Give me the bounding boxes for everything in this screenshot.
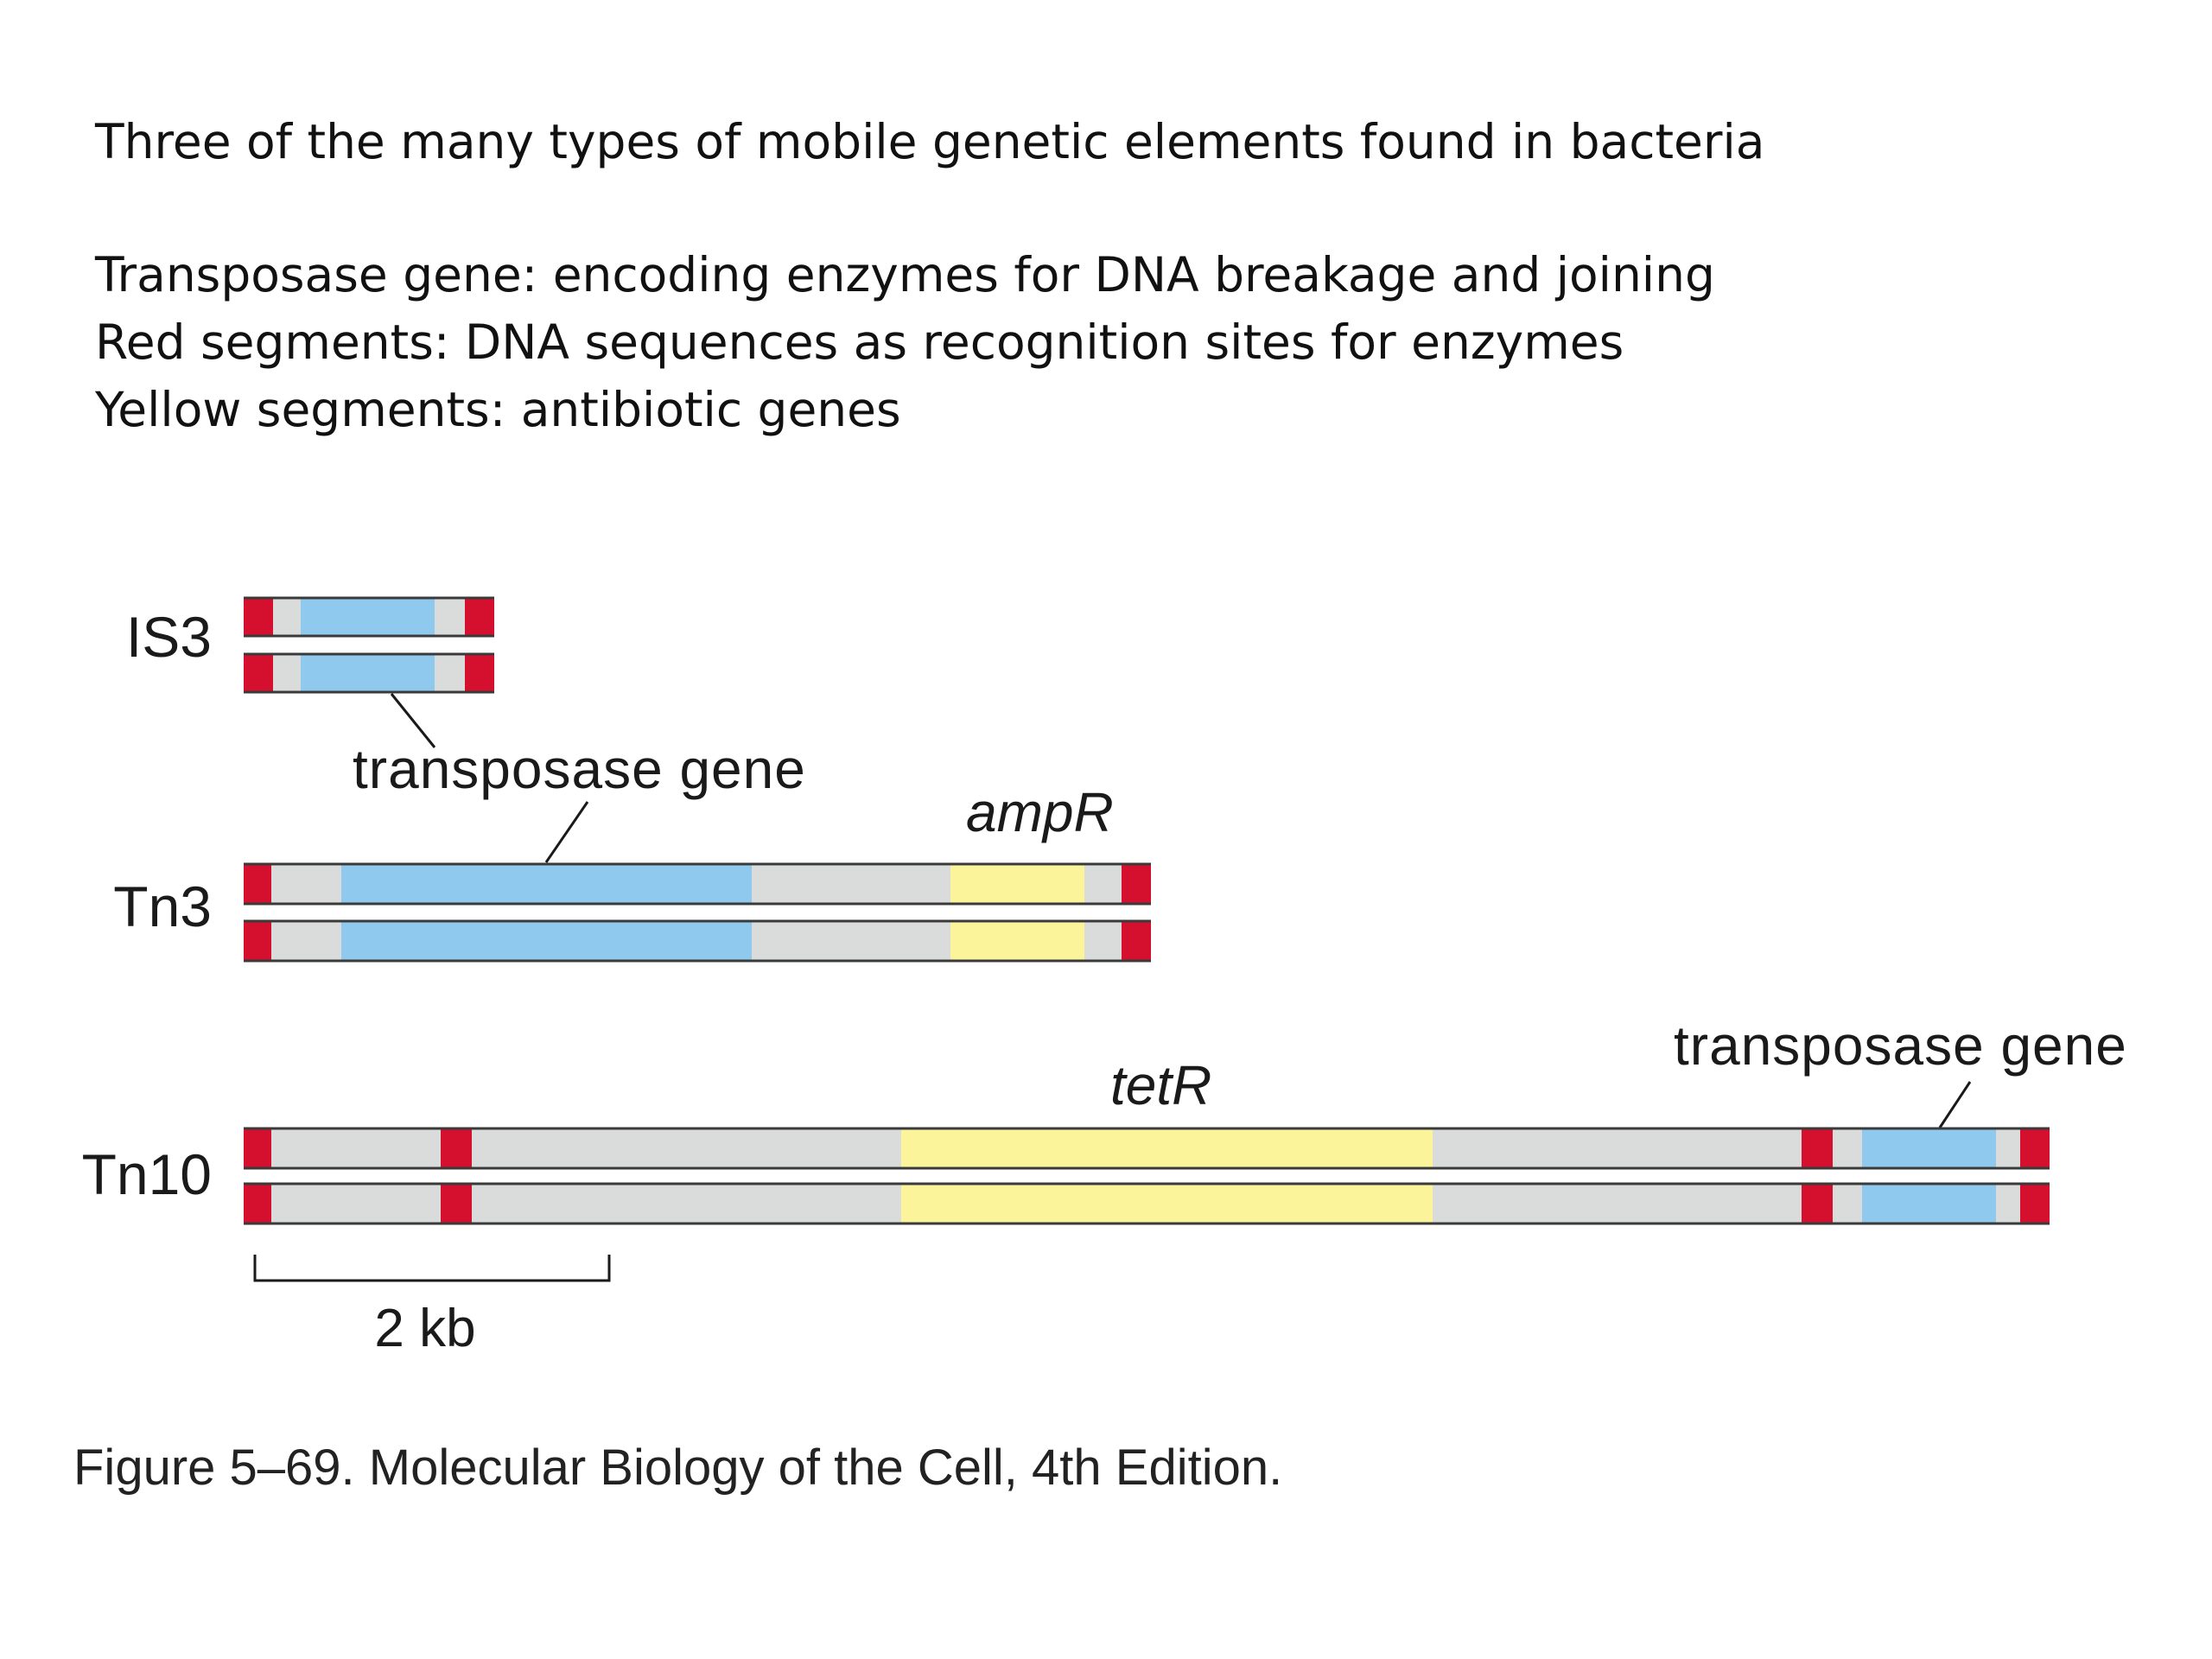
legend-line-transposase: Transposase gene: encoding enzymes for D… <box>95 247 1715 302</box>
scale-bar: 2 kb <box>253 1255 611 1358</box>
transposase-segment <box>341 921 752 961</box>
header-text: Three of the many types of mobile geneti… <box>95 108 1765 443</box>
recognition-site-segment <box>2020 1184 2050 1224</box>
scale-bracket <box>253 1255 611 1282</box>
transposase-segment <box>341 864 752 904</box>
is3-strand-bottom <box>244 652 494 694</box>
recognition-site-segment <box>244 598 273 636</box>
transposase-segment <box>1862 1184 1996 1224</box>
recognition-site-segment <box>441 1184 472 1224</box>
recognition-site-segment <box>1122 864 1151 904</box>
is3-strand-top <box>244 596 494 638</box>
callout-line-is3 <box>390 693 436 748</box>
antibiotic-segment <box>950 921 1084 961</box>
transposase-segment <box>301 654 435 692</box>
transposase-segment <box>301 598 435 636</box>
recognition-site-segment <box>1802 1128 1833 1168</box>
callout-transposase-gene-right: transposase gene <box>1674 1014 2127 1077</box>
is3-element <box>244 596 494 694</box>
tn10-strand-top <box>244 1127 2050 1170</box>
element-label-is3: IS3 <box>126 605 212 669</box>
tn10-element <box>244 1127 2050 1225</box>
transposase-segment <box>1862 1128 1996 1168</box>
recognition-site-segment <box>441 1128 472 1168</box>
figure-caption: Figure 5–69. Molecular Biology of the Ce… <box>73 1440 1283 1496</box>
tn3-element <box>244 862 1151 963</box>
recognition-site-segment <box>244 1184 271 1224</box>
antibiotic-segment <box>901 1128 1433 1168</box>
legend-line-red-segments: Red segments: DNA sequences as recogniti… <box>95 315 1624 370</box>
scale-label: 2 kb <box>374 1299 475 1358</box>
recognition-site-segment <box>244 654 273 692</box>
antibiotic-segment <box>901 1184 1433 1224</box>
tn3-strand-top <box>244 862 1151 906</box>
callout-transposase-gene-upper: transposase gene <box>353 738 806 800</box>
recognition-site-segment <box>244 864 271 904</box>
gene-label-ampr: ampR <box>966 781 1114 843</box>
recognition-site-segment <box>1802 1184 1833 1224</box>
tn3-strand-bottom <box>244 919 1151 963</box>
element-label-tn10: Tn10 <box>82 1142 212 1206</box>
intro-line: Three of the many types of mobile geneti… <box>95 114 1765 169</box>
recognition-site-segment <box>2020 1128 2050 1168</box>
gene-label-tetr: tetR <box>1110 1054 1211 1116</box>
recognition-site-segment <box>244 1128 271 1168</box>
callout-line-tn3 <box>544 801 589 863</box>
callout-line-tn10 <box>1938 1081 1972 1128</box>
recognition-site-segment <box>465 598 494 636</box>
legend-line-yellow-segments: Yellow segments: antibiotic genes <box>95 382 901 437</box>
recognition-site-segment <box>244 921 271 961</box>
antibiotic-segment <box>950 864 1084 904</box>
recognition-site-segment <box>465 654 494 692</box>
tn10-strand-bottom <box>244 1182 2050 1225</box>
recognition-site-segment <box>1122 921 1151 961</box>
element-label-tn3: Tn3 <box>113 874 212 938</box>
